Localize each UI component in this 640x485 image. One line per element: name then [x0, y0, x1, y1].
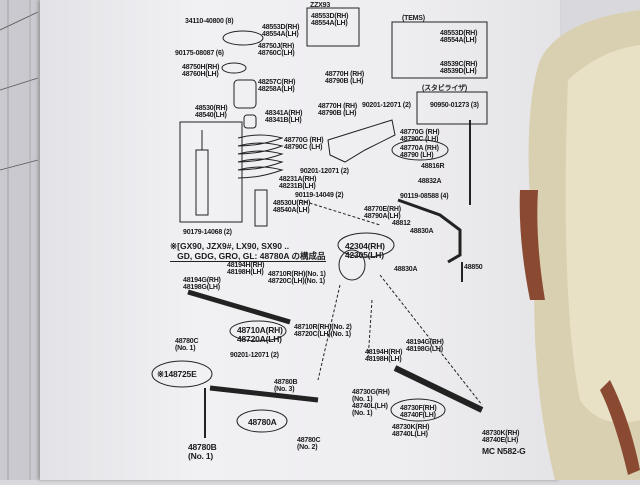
- part-label: 90119-08588 (4): [400, 193, 449, 200]
- part-label: 48780B (No. 3): [274, 379, 298, 393]
- part-label: 48530(RH) 48540(LH): [195, 105, 228, 119]
- part-label: 48194H(RH) 48198H(LH): [365, 349, 403, 363]
- lower-arm-2: [209, 385, 319, 403]
- mount-plate: [221, 62, 247, 74]
- part-label: 48194H(RH) 48198H(LH): [227, 262, 265, 276]
- part-label: 48194G(RH) 48198G(LH): [183, 277, 221, 291]
- lower-arm-1: [187, 289, 291, 325]
- part-label: 48257C(RH) 48258A(LH): [258, 79, 296, 93]
- part-label: 48770G (RH) 48790C (LH): [284, 137, 324, 151]
- part-label: 48850: [464, 264, 483, 271]
- part-label: 48830A: [394, 266, 418, 273]
- part-label: 48553D(RH) 48554A(LH): [262, 24, 300, 38]
- circle-48710a: [229, 320, 287, 342]
- part-label: 48710R(RH)(No. 1) 48720C(LH)(No. 1): [268, 271, 326, 285]
- strut-mount: [222, 30, 264, 46]
- shock-box: [179, 121, 243, 223]
- part-label: 48341A(RH) 48341B(LH): [265, 110, 303, 124]
- shock-absorber: [195, 149, 209, 216]
- stabilizer-box: [416, 91, 488, 125]
- coil-spring: [237, 134, 284, 179]
- part-label: 48770A (RH) 48790 (LH): [400, 145, 439, 159]
- part-label: 90950-01273 (3): [430, 102, 479, 109]
- part-label: ZZX93: [310, 2, 331, 9]
- part-label: 48730K(RH) 48740L(LH): [392, 424, 430, 438]
- applicability-note: ※[GX90, JZX9#, LX90, SX90 .. GD, GDG, GR…: [170, 241, 326, 262]
- part-label: 90201-12071 (2): [300, 168, 349, 175]
- part-label: (TEMS): [402, 15, 425, 22]
- part-label: 90201-12071 (2): [230, 352, 279, 359]
- stabilizer-bar: [397, 198, 462, 264]
- part-label: 48730G(RH) (No. 1) 48740L(LH) (No. 1): [352, 389, 390, 417]
- part-label: 48710R(RH)(No. 2) 48720C(LH)(No. 1): [294, 324, 352, 338]
- part-label: 48194G(RH) 48198G(LH): [406, 339, 444, 353]
- zzx93-box: [306, 7, 360, 47]
- part-label: 48750H(RH) 48760H(LH): [182, 64, 220, 78]
- part-label: ※148725E: [157, 369, 197, 379]
- knuckle: [338, 249, 366, 281]
- part-label: 48530U(RH) 48540A(LH): [273, 200, 311, 214]
- tems-box: [391, 21, 488, 79]
- part-label: 48553D(RH) 48554A(LH): [311, 13, 349, 27]
- part-label: 90179-14068 (2): [183, 229, 232, 236]
- part-label: 34110-40800 (8): [185, 18, 234, 25]
- circle-48770a: [391, 139, 449, 161]
- part-label: 48730K(RH) 48740E(LH): [482, 430, 520, 444]
- paper-stack-lines: [0, 0, 39, 480]
- part-label: 48780C (No. 2): [297, 437, 321, 451]
- part-label: 90175-08087 (6): [175, 50, 224, 57]
- part-label: 48710A(RH) 48720A(LH): [237, 325, 283, 344]
- part-label: 48539C(RH) 48539D(LH): [440, 61, 478, 75]
- part-label: 48832A: [418, 178, 442, 185]
- part-label: 48231A(RH) 48231B(LH): [279, 176, 317, 190]
- upper-arm: [327, 119, 396, 163]
- part-label: 48730F(RH) 48740F(LH): [400, 405, 437, 419]
- part-label: 48830A: [410, 228, 434, 235]
- lower-arm-3: [393, 365, 484, 413]
- part-label: 48553D(RH) 48554A(LH): [440, 30, 478, 44]
- part-label: 48770H (RH) 48790B (LH): [325, 71, 365, 85]
- part-label: 90201-12071 (2): [362, 102, 411, 109]
- part-label: (スタビライザ): [422, 85, 468, 92]
- circle-48780a: [236, 409, 288, 433]
- part-label: 48816R: [421, 163, 445, 170]
- part-label: 48750J(RH) 48760C(LH): [258, 43, 295, 57]
- circle-48730f: [390, 398, 446, 422]
- part-label: 48780A: [248, 417, 277, 427]
- left-paper-stack: [0, 0, 40, 480]
- part-label: 48770H (RH) 48790B (LH): [318, 103, 358, 117]
- bump-stopper: [243, 114, 257, 129]
- strut-body: [254, 189, 268, 227]
- part-label: MC N582-G: [482, 446, 526, 456]
- circle-42304: [337, 232, 395, 258]
- circle-148725e: [151, 360, 213, 388]
- part-label: 48780C (No. 1): [175, 338, 199, 352]
- part-label: 48770G (RH) 48790C (LH): [400, 129, 440, 143]
- bump-boot: [233, 79, 257, 109]
- part-label: 48770E(RH) 48790A(LH): [364, 206, 401, 220]
- part-label: 90119-14049 (2): [295, 192, 344, 199]
- part-label: 42304(RH) 42305(LH): [345, 241, 385, 260]
- part-label: 48812: [392, 220, 411, 227]
- part-label: 48780B (No. 1): [188, 442, 217, 461]
